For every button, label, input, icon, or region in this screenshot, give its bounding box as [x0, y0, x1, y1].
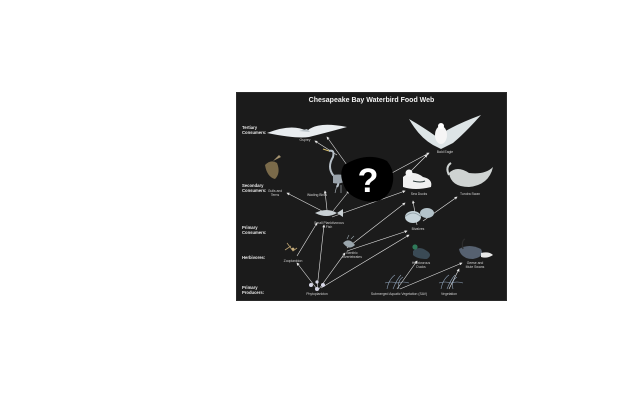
label-small-fish: Small Planktivorous Fish — [314, 221, 344, 229]
level-tertiary-consumers: Tertiary Consumers: — [242, 125, 267, 135]
osprey-illustration — [267, 124, 347, 138]
label-herbivorous-ducks: Herbivorous Ducks — [411, 261, 431, 269]
tundra-swan-illustration — [446, 162, 493, 187]
geese-illustration — [459, 238, 493, 259]
label-bald-eagle: Bald Eagle — [436, 150, 454, 154]
arrow-center-to-osprey — [326, 136, 348, 166]
herbivorous-duck-illustration — [412, 244, 430, 259]
label-tundra-swan: Tundra Swan — [459, 192, 481, 196]
arrow-phyto-to-zoo — [296, 262, 318, 290]
arrow-phyto-to-benthic — [318, 252, 346, 290]
level-herbivores: Herbivores: — [242, 255, 266, 260]
zooplankton-illustration — [284, 242, 298, 252]
arrow-benthic-to-seaducks — [346, 202, 406, 249]
arrow-veg-to-geese — [448, 268, 460, 290]
arrow-benthic-to-bivalves — [346, 230, 408, 252]
vegetation-illustration — [438, 274, 464, 290]
label-sea-ducks: Sea Ducks — [410, 192, 428, 196]
arrow-phyto-to-bivalves — [320, 234, 410, 289]
label-osprey: Osprey — [299, 138, 311, 142]
arrow-sav-to-herbducks — [396, 260, 418, 290]
arrow-fish-to-seaducks — [331, 190, 406, 218]
level-primary-consumers: Primary Consumers: — [242, 225, 267, 235]
label-benthic-invertebrates: Benthic Invertebrates — [342, 251, 362, 259]
sav-illustration — [384, 274, 410, 290]
phytoplankton-illustration — [309, 280, 325, 291]
benthic-illustration — [343, 234, 355, 248]
label-geese-swans: Geese and Mute Swans — [465, 261, 485, 269]
label-zooplankton: Zooplankton — [283, 259, 303, 263]
arrow-zoo-to-fish — [296, 222, 318, 257]
arrow-fish-to-gulls — [286, 192, 323, 212]
label-phytoplankton: Phytoplankton — [306, 292, 328, 296]
bald-eagle-illustration — [409, 115, 481, 149]
food-web-graphics: ? — [265, 115, 493, 291]
level-primary-producers: Primary Producers: — [242, 285, 265, 295]
mystery-predator: ? — [341, 156, 394, 202]
arrow-sav-to-geese — [399, 262, 463, 290]
question-mark: ? — [358, 162, 379, 200]
arrow-fish-to-wading — [323, 190, 328, 211]
gull-illustration — [265, 155, 281, 179]
label-bivalves: Bivalves — [411, 227, 425, 231]
label-vegetation: Vegetation — [440, 292, 458, 296]
fish-illustration — [315, 209, 343, 217]
level-secondary-consumers: Secondary Consumers: — [242, 183, 267, 193]
label-sav: Submerged Aquatic Vegetation (SAV) — [370, 292, 428, 296]
arrow-fish-to-center — [332, 190, 350, 212]
diagram-title: Chesapeake Bay Waterbird Food Web — [308, 97, 435, 104]
food-web-diagram: ? — [236, 92, 507, 301]
label-gulls-terns: Gulls and Terns — [267, 189, 283, 197]
arrow-phyto-to-fish — [316, 224, 326, 290]
bivalve-illustration — [404, 208, 434, 223]
sea-duck-illustration — [403, 169, 432, 189]
label-wading-birds: Wading Birds — [306, 193, 328, 197]
